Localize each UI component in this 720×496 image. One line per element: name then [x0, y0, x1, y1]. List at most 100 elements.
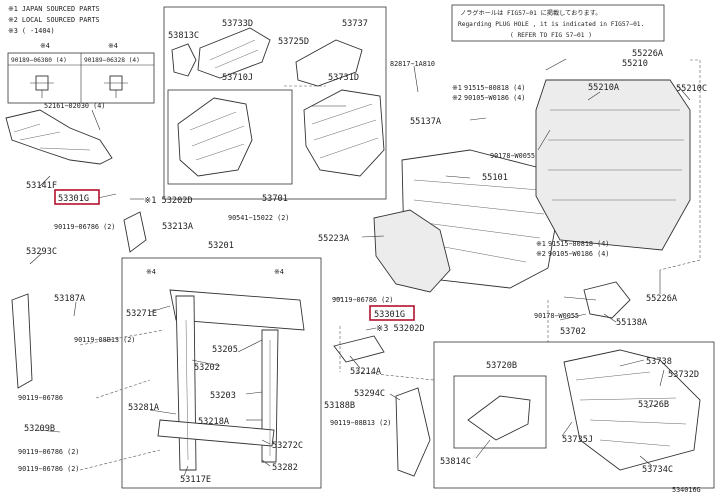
- fastener-right-mark: ※4: [108, 42, 118, 50]
- label-53702: 53702: [560, 327, 586, 337]
- leader-lines: [29, 58, 701, 477]
- clip-icon-left: [30, 75, 54, 98]
- part-apron-53141F: [5, 109, 113, 165]
- label-91515-80818-a: 91515−80818 (4): [464, 84, 525, 92]
- group-frame-53720B: [453, 375, 547, 449]
- part-upper-panel-53733D: [197, 27, 271, 79]
- mark-star4-b: ※4: [274, 268, 284, 276]
- legend: ※1 JAPAN SOURCED PARTS ※2 LOCAL SOURCED …: [8, 5, 100, 35]
- part-member-53720B: [467, 395, 531, 441]
- legend-line-3: ※3 ( -1404): [8, 27, 55, 35]
- label-90119-08B13-b: 90119−08B13 (2): [330, 419, 391, 427]
- part-bracket-53293C: [11, 293, 33, 389]
- label-53214A: 53214A: [350, 367, 382, 377]
- note-line-2: Regarding PLUG HOLE , it is indicated in…: [458, 21, 644, 28]
- note-frame: [451, 4, 665, 42]
- label-55226A-bottom: 55226A: [646, 294, 678, 304]
- label-53735J: 53735J: [562, 435, 593, 445]
- label-53201: 53201: [208, 241, 234, 251]
- label-53738: 53738: [646, 357, 672, 367]
- legend-line-2: ※2 LOCAL SOURCED PARTS: [8, 16, 100, 24]
- label-55226A-top: 55226A: [632, 49, 664, 59]
- label-90119-06786-a: 90119−06786 (2): [54, 223, 115, 231]
- label-90105-W0186-b: 90105−W0186 (4): [548, 250, 609, 258]
- label-53737: 53737: [342, 19, 368, 29]
- label-53301G-lower: 53301G: [374, 310, 405, 320]
- label-55223A: 55223A: [318, 234, 350, 244]
- part-member-53731D: [295, 39, 363, 87]
- label-90119-06786-e: 90119−06786 (2): [18, 465, 79, 473]
- label-53293C: 53293C: [26, 247, 57, 257]
- label-53141F: 53141F: [26, 181, 57, 191]
- label-53271E: 53271E: [126, 309, 157, 319]
- label-53710J: 53710J: [222, 73, 253, 83]
- label-90541-15022: 90541−15022 (2): [228, 214, 289, 222]
- part-labels: 53733D 53737 53813C 53725D 53710J 53731D…: [18, 19, 707, 494]
- label-53725D: 53725D: [278, 37, 309, 47]
- group-frame-53710J: [167, 89, 293, 185]
- clip-icon-right: [104, 75, 128, 98]
- label-53720B: 53720B: [486, 361, 517, 371]
- highlight-53301G-upper: [54, 189, 100, 205]
- label-53213A: 53213A: [162, 222, 194, 232]
- label-53202D-lower: ※3 53202D: [376, 324, 425, 334]
- label-53209B: 53209B: [24, 424, 55, 434]
- label-90119-06786-d: 90119−06786 (2): [18, 448, 79, 456]
- part-bracket-55138A: [583, 281, 631, 319]
- figure-footer-code: 534016G: [672, 486, 701, 494]
- part-bracket-53214A: [333, 335, 385, 363]
- label-55138A: 55138A: [616, 318, 648, 328]
- label-55210A: 55210A: [588, 83, 620, 93]
- label-55210C: 55210C: [676, 84, 707, 94]
- mark-star1-b: ※1: [536, 240, 546, 248]
- label-53301G-upper: 53301G: [58, 194, 89, 204]
- part-apron-53702: [563, 349, 701, 471]
- legend-line-1: ※1 JAPAN SOURCED PARTS: [8, 5, 100, 13]
- label-53731D: 53731D: [328, 73, 359, 83]
- mark-star2-b: ※2: [536, 250, 546, 258]
- label-91515-80818-b: 91515−80818 (4): [548, 240, 609, 248]
- label-53814C: 53814C: [440, 457, 471, 467]
- label-53117E: 53117E: [180, 475, 211, 485]
- label-82817-1A810: 82817−1A810: [390, 60, 435, 68]
- label-90119-06786-c: 90119−06786: [18, 394, 63, 402]
- group-frame-53201: [121, 257, 322, 489]
- label-90178-W0055-upper: 90178−W0055: [490, 152, 535, 160]
- part-bracket-53213A: [123, 211, 147, 253]
- label-55137A: 55137A: [410, 117, 442, 127]
- label-53294C: 53294C: [354, 389, 385, 399]
- label-53726B: 53726B: [638, 400, 669, 410]
- label-53733D: 53733D: [222, 19, 253, 29]
- label-55210: 55210: [622, 59, 648, 69]
- label-53272C: 53272C: [272, 441, 303, 451]
- label-53282: 53282: [272, 463, 298, 473]
- label-90105-W0186-a: 90105−W0186 (4): [464, 94, 525, 102]
- label-90119-08B13-a: 90119−08B13 (2): [74, 336, 135, 344]
- note-line-1: ノラグホールは FIG57−01 に掲載しております。: [460, 9, 601, 17]
- group-frame-53701: [163, 6, 387, 200]
- label-53203: 53203: [210, 391, 236, 401]
- mark-star4-a: ※4: [146, 268, 156, 276]
- label-90178-W0055-lower: 90178−W0055: [534, 312, 579, 320]
- part-bracket-53813C: [171, 43, 197, 77]
- fastener-right-code: 90189−06328 (4): [84, 57, 140, 64]
- label-53701: 53701: [262, 194, 288, 204]
- part-bracket-53294C: [395, 387, 431, 477]
- label-53205: 53205: [212, 345, 238, 355]
- part-insulator-55223A: [373, 209, 451, 293]
- highlight-53301G-lower: [369, 305, 415, 321]
- mark-star2-a: ※2: [452, 94, 462, 102]
- part-apron-53701: [303, 89, 385, 177]
- part-support-53201: [157, 289, 305, 471]
- label-55101: 55101: [482, 173, 508, 183]
- label-90119-06786-b: 90119−06786 (2): [332, 296, 393, 304]
- label-53732D: 53732D: [668, 370, 699, 380]
- label-53281A: 53281A: [128, 403, 160, 413]
- group-frame-53702: [433, 341, 715, 489]
- label-53218A: 53218A: [198, 417, 230, 427]
- note-line-3: ( REFER TO FIG 57−01 ): [510, 32, 592, 39]
- label-53734C: 53734C: [642, 465, 673, 475]
- plug-hole-note: ノラグホールは FIG57−01 に掲載しております。 Regarding PL…: [451, 4, 665, 42]
- fastener-left-code: 90189−06380 (4): [11, 57, 67, 64]
- label-53188B: 53188B: [324, 401, 355, 411]
